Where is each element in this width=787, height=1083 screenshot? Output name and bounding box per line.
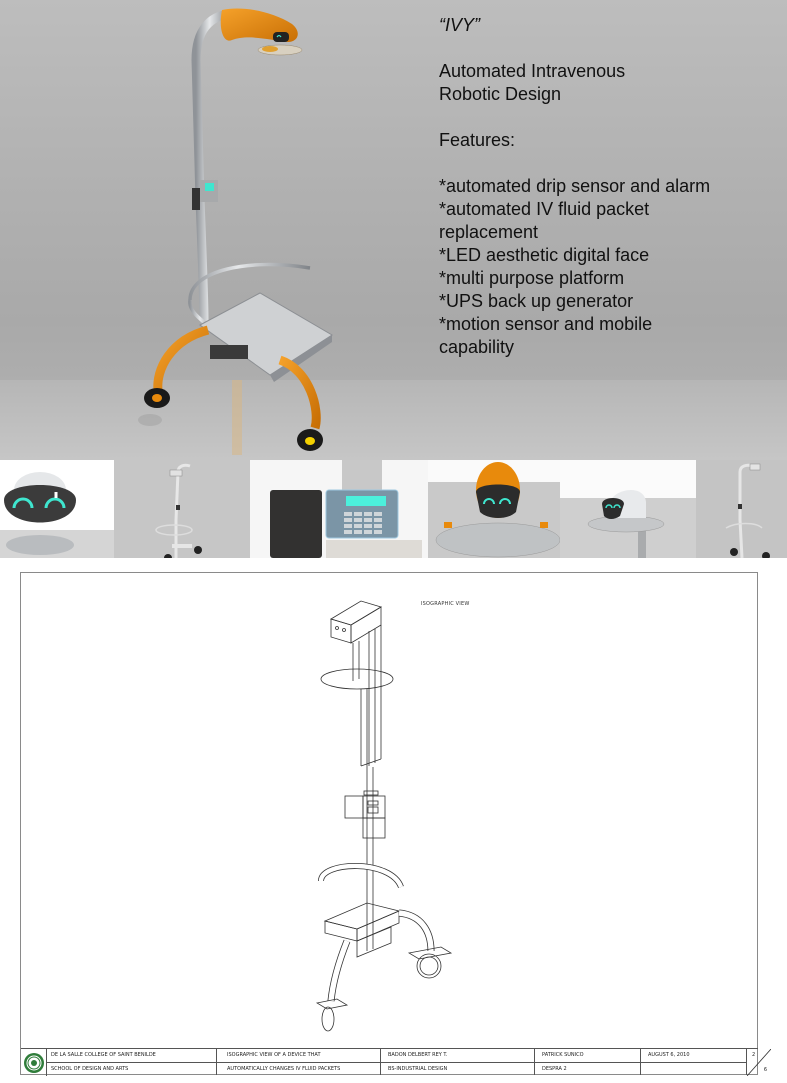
sheet-total: 6	[763, 1067, 767, 1073]
thumbnail-orange-head	[428, 460, 560, 558]
sheet-divider-diagonal	[747, 1049, 771, 1076]
school-department: SCHOOL OF DESIGN AND ARTS	[47, 1062, 216, 1075]
feature-item: *motion sensor and mobile	[439, 314, 653, 334]
feature-item: *automated IV fluid packet	[439, 199, 650, 219]
features-heading: Features:	[439, 130, 516, 150]
feature-item: *LED aesthetic digital face	[439, 245, 650, 265]
title-block-designer: BADON DELBERT REY T. BS-INDUSTRIAL DESIG…	[381, 1049, 535, 1075]
render-floor	[0, 380, 787, 460]
thumbnail-stand-front	[114, 460, 250, 558]
feature-item: capability	[439, 337, 515, 357]
title-block-school: DE LA SALLE COLLEGE OF SAINT BENILDE SCH…	[47, 1049, 217, 1075]
feature-item: *UPS back up generator	[439, 291, 634, 311]
ivy-robot-render-image	[138, 8, 333, 455]
title-block: DE LA SALLE COLLEGE OF SAINT BENILDE SCH…	[21, 1048, 771, 1076]
product-name: “IVY”	[439, 15, 481, 35]
designer-program: BS-INDUSTRIAL DESIGN	[381, 1062, 534, 1075]
sheet-number: 2	[752, 1052, 756, 1058]
subtitle-line: Robotic Design	[439, 84, 562, 104]
course-code: DESPRA 2	[535, 1062, 640, 1075]
school-seal-logo	[21, 1049, 47, 1076]
isographic-line-drawing	[315, 600, 453, 1032]
title-block-date: AUGUST 6, 2010	[641, 1049, 747, 1075]
school-seal-icon	[23, 1052, 44, 1073]
title-block-drawing-title: ISOGRAPHIC VIEW OF A DEVICE THAT AUTOMAT…	[217, 1049, 381, 1075]
feature-item: *multi purpose platform	[439, 268, 625, 288]
drawing-date: AUGUST 6, 2010	[648, 1052, 690, 1058]
thumbnail-white-head	[560, 460, 696, 558]
product-description: “IVY” Automated Intravenous Robotic Desi…	[439, 14, 779, 359]
product-render-panel: “IVY” Automated Intravenous Robotic Desi…	[0, 0, 787, 460]
product-subtitle: Automated Intravenous Robotic Design	[439, 60, 779, 106]
school-name: DE LA SALLE COLLEGE OF SAINT BENILDE	[51, 1052, 156, 1058]
technical-drawing-sheet: ISOGRAPHIC VIEW	[20, 572, 771, 1076]
instructor-name: PATRICK SUNICO	[542, 1052, 584, 1058]
designer-name: BADON DELBERT REY T.	[388, 1052, 448, 1058]
features-list: *automated drip sensor and alarm *automa…	[439, 175, 779, 359]
title-block-instructor: PATRICK SUNICO DESPRA 2	[535, 1049, 641, 1075]
thumbnail-robot-face	[0, 460, 114, 558]
drawing-title-line1: ISOGRAPHIC VIEW OF A DEVICE THAT	[227, 1052, 321, 1058]
subtitle-line: Automated Intravenous	[439, 61, 626, 81]
thumbnail-strip	[0, 460, 787, 558]
sheet-number-box: 2 6	[747, 1049, 771, 1076]
thumbnail-stand-side	[696, 460, 787, 558]
view-label: ISOGRAPHIC VIEW	[421, 601, 470, 607]
feature-item: replacement	[439, 222, 539, 242]
thumbnail-control-panel	[250, 460, 428, 558]
feature-item: *automated drip sensor and alarm	[439, 176, 711, 196]
date-blank-cell	[641, 1062, 746, 1075]
drawing-title-line2: AUTOMATICALLY CHANGES IV FLUID PACKETS	[217, 1062, 380, 1075]
